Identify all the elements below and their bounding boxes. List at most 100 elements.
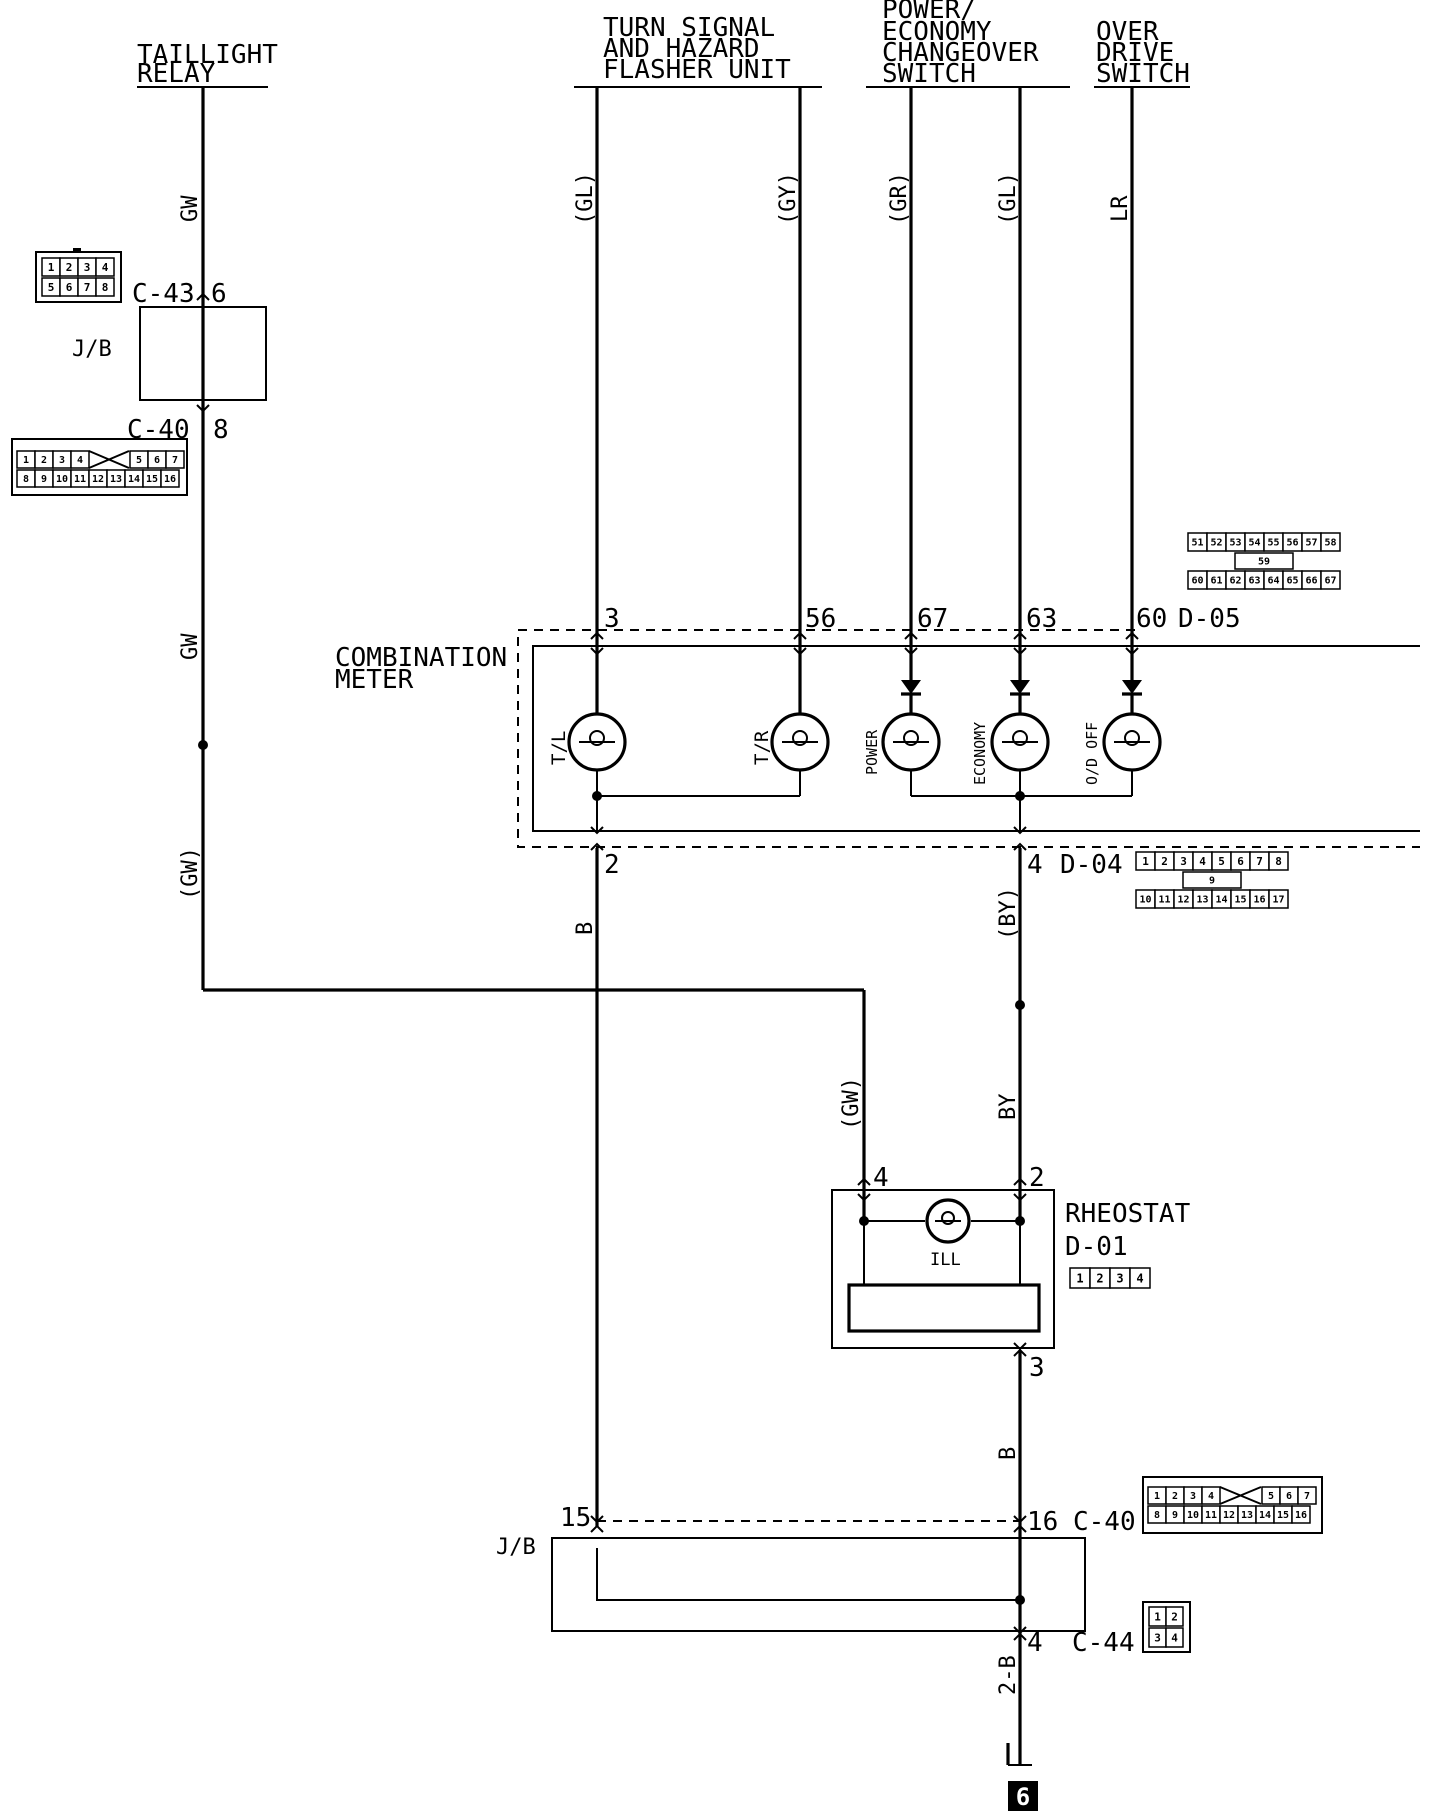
wire-color-gw-top: GW (178, 195, 203, 222)
svg-text:AND HAZARD: AND HAZARD (603, 34, 760, 64)
connector-pin-number: 15 (1277, 1510, 1289, 1521)
svg-text:SWITCH: SWITCH (1096, 59, 1190, 89)
connector-pin-number: 8 (1275, 855, 1282, 868)
connector-pin-number: 3 (84, 261, 91, 274)
connector-pin-number: 4 (77, 455, 83, 466)
connector-pin-number: 5 (1268, 1491, 1274, 1502)
wire-color-by: BY (996, 1094, 1021, 1121)
pin-56: 56 (805, 604, 836, 634)
connector-pin-cell (1234, 552, 1294, 570)
connector-pin-number: 3 (1180, 855, 1187, 868)
connector-pin-number: 13 (1241, 1510, 1253, 1521)
connector-pin-cell (1297, 1486, 1317, 1505)
turn-signal-flasher-label: TURN SIGNAL AND HAZARD FLASHER UNIT (603, 13, 791, 85)
connector-pin-number: 7 (172, 455, 178, 466)
connector-pin-number: 61 (1210, 576, 1222, 587)
wire-color-gr: (GR) (887, 172, 912, 225)
wire-color-gw-lower: (GW) (178, 847, 203, 900)
wire-color-gy: (GY) (776, 172, 801, 225)
connector-pin-cell (70, 450, 90, 469)
wire-color-gw-mid: GW (178, 633, 203, 660)
connector-pin-number: 1 (1142, 855, 1149, 868)
connector-c44-label: C-44 (1072, 1628, 1135, 1658)
connector-pin-number: 6 (1286, 1491, 1292, 1502)
connector-pin-number: 15 (146, 474, 158, 485)
svg-text:POWER/: POWER/ (882, 0, 976, 25)
connector-c40-label-lower: C-40 (1073, 1507, 1136, 1537)
connector-pin-cell (160, 469, 180, 488)
pin-67: 67 (917, 604, 948, 634)
junction-block-upper (139, 306, 267, 401)
connector-pin-cell (165, 450, 185, 469)
connector-blank-x (88, 450, 130, 469)
connector-pin-number: 4 (1136, 1271, 1143, 1285)
connector-pin-cell (1268, 889, 1289, 909)
taillight-relay-label: TAILLIGHT RELAY (137, 40, 278, 89)
connector-pin-number: 1 (23, 455, 29, 466)
pin-2-meter: 2 (604, 850, 620, 880)
connector-pin-number: 9 (41, 474, 47, 485)
connector-pin-number: 6 (154, 455, 160, 466)
lamp-label-tr: T/R (751, 730, 773, 765)
connector-pin-number: 65 (1286, 576, 1298, 587)
wire-color-gl-right: (GL) (996, 172, 1021, 225)
connector-pin-number: 3 (1116, 1271, 1123, 1285)
connector-pin-number: 56 (1286, 538, 1298, 549)
connector-blank-x (1219, 1486, 1262, 1505)
connector-pin-number: 12 (1223, 1510, 1235, 1521)
connector-pin-number: 2 (1172, 1491, 1178, 1502)
connector-pin-number: 9 (1209, 876, 1215, 887)
connector-pin-number: 60 (1191, 576, 1203, 587)
svg-text:ECONOMY: ECONOMY (882, 17, 992, 47)
connector-pin-cell (1291, 1505, 1311, 1524)
connector-pin-cell (1129, 1267, 1151, 1289)
wire-color-gl-left: (GL) (573, 172, 598, 225)
connector-pin-number: 13 (1196, 895, 1208, 906)
connector-pin-number: 66 (1305, 576, 1317, 587)
connector-pin-number: 5 (1218, 855, 1225, 868)
lamp-label-ill: ILL (930, 1250, 961, 1270)
connector-pin-number: 1 (1076, 1271, 1083, 1285)
svg-text:DRIVE: DRIVE (1096, 38, 1174, 68)
connector-pin-number: 59 (1258, 557, 1270, 568)
connector-pin-number: 55 (1267, 538, 1279, 549)
connector-pin-number: 5 (48, 281, 55, 294)
connector-pin-number: 12 (1177, 895, 1189, 906)
connector-pin-number: 2 (1171, 1610, 1178, 1623)
connector-arrow (196, 292, 210, 301)
connector-pin-number: 2 (1161, 855, 1168, 868)
lamp-label-economy: ECONOMY (971, 722, 989, 785)
connector-pin-number: 16 (1295, 1510, 1307, 1521)
connector-pin-number: 3 (1154, 1631, 1161, 1644)
lamp-icon (567, 712, 627, 772)
connector-pin-number: 12 (92, 474, 104, 485)
connector-pin-number: 67 (1324, 576, 1336, 587)
connector-pin-number: 58 (1324, 538, 1336, 549)
junction-block-lower (551, 1515, 1086, 1641)
connector-pin-number: 4 (1208, 1491, 1214, 1502)
connector-pin-number: 62 (1229, 576, 1241, 587)
connector-pin-number: 52 (1210, 538, 1222, 549)
connector-pin-cell (1268, 851, 1289, 871)
jb-label-lower: J/B (496, 1535, 536, 1560)
svg-text:FLASHER UNIT: FLASHER UNIT (603, 55, 791, 85)
connector-pin-number: 17 (1272, 895, 1284, 906)
rheostat-pin-arrows (857, 1177, 1027, 1357)
connector-pin-number: 10 (1139, 895, 1151, 906)
lamp-icon (770, 712, 830, 772)
diode-icon (1010, 680, 1030, 714)
connector-pin-number: 10 (56, 474, 68, 485)
lamp-icon (1102, 712, 1162, 772)
connector-pin-number: 6 (1237, 855, 1244, 868)
connector-c43-label: C-43 (132, 279, 195, 309)
ground-icon: 6 (1006, 1743, 1038, 1811)
pin-3-rheostat: 3 (1029, 1353, 1045, 1383)
rheostat-box (831, 1189, 1055, 1349)
connector-pin-number: 51 (1191, 538, 1203, 549)
connector-pin-number: 54 (1248, 538, 1260, 549)
wire-color-2b: 2-B (996, 1655, 1021, 1695)
connector-pin-number: 4 (102, 261, 109, 274)
